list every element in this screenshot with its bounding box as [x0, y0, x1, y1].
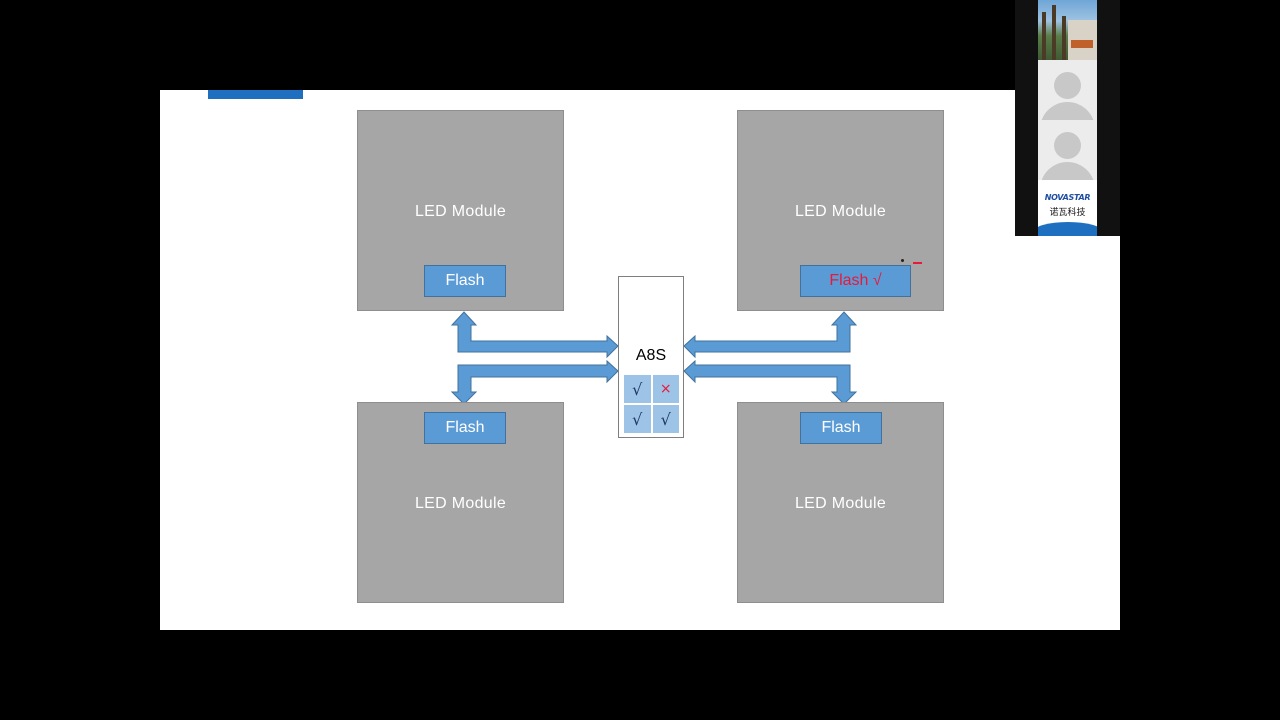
annotation-pen-stroke	[913, 262, 922, 264]
annotation-dot	[901, 259, 904, 262]
led-module-bottom-right: Flash LED Module	[737, 402, 944, 603]
brand-name-en: NOVASTAR	[1044, 193, 1091, 202]
led-module-top-left: LED Module Flash	[357, 110, 564, 311]
module-label: LED Module	[794, 203, 887, 220]
module-label: LED Module	[414, 495, 507, 512]
flash-chip: Flash	[800, 412, 882, 444]
led-module-bottom-left: Flash LED Module	[357, 402, 564, 603]
module-label: LED Module	[414, 203, 507, 220]
a8s-controller: A8S √ × √ √	[618, 276, 684, 438]
novastar-logo-tile[interactable]: NOVASTAR 诺瓦科技	[1038, 180, 1097, 236]
brand-name-cn: 诺瓦科技	[1049, 208, 1086, 218]
controller-title: A8S	[635, 347, 667, 364]
flash-chip: Flash	[424, 265, 506, 297]
presentation-slide: LED Module Flash LED Module Flash √ Flas…	[160, 90, 1120, 630]
arrow-to-top-right-module	[683, 311, 858, 359]
avatar-placeholder-icon[interactable]	[1038, 120, 1097, 180]
video-participants-panel: NOVASTAR 诺瓦科技	[1015, 0, 1120, 236]
status-cell-check: √	[624, 405, 651, 433]
arrow-to-top-left-module	[450, 311, 619, 359]
led-module-top-right: LED Module Flash √	[737, 110, 944, 311]
status-cell-check: √	[624, 375, 651, 403]
avatar-placeholder-icon[interactable]	[1038, 60, 1097, 120]
logo-wave-icon	[1038, 222, 1097, 236]
flash-chip-checked: Flash √	[800, 265, 911, 297]
connection-arrows	[450, 311, 858, 405]
arrow-to-bottom-left-module	[450, 359, 619, 405]
flash-status-grid: √ × √ √	[624, 375, 679, 433]
title-accent-bar	[208, 90, 303, 99]
arrow-to-bottom-right-module	[683, 359, 858, 405]
building-photo-icon[interactable]	[1038, 0, 1097, 60]
status-cell-cross: ×	[652, 375, 679, 403]
status-cell-check: √	[652, 405, 679, 433]
module-label: LED Module	[794, 495, 887, 512]
flash-chip: Flash	[424, 412, 506, 444]
